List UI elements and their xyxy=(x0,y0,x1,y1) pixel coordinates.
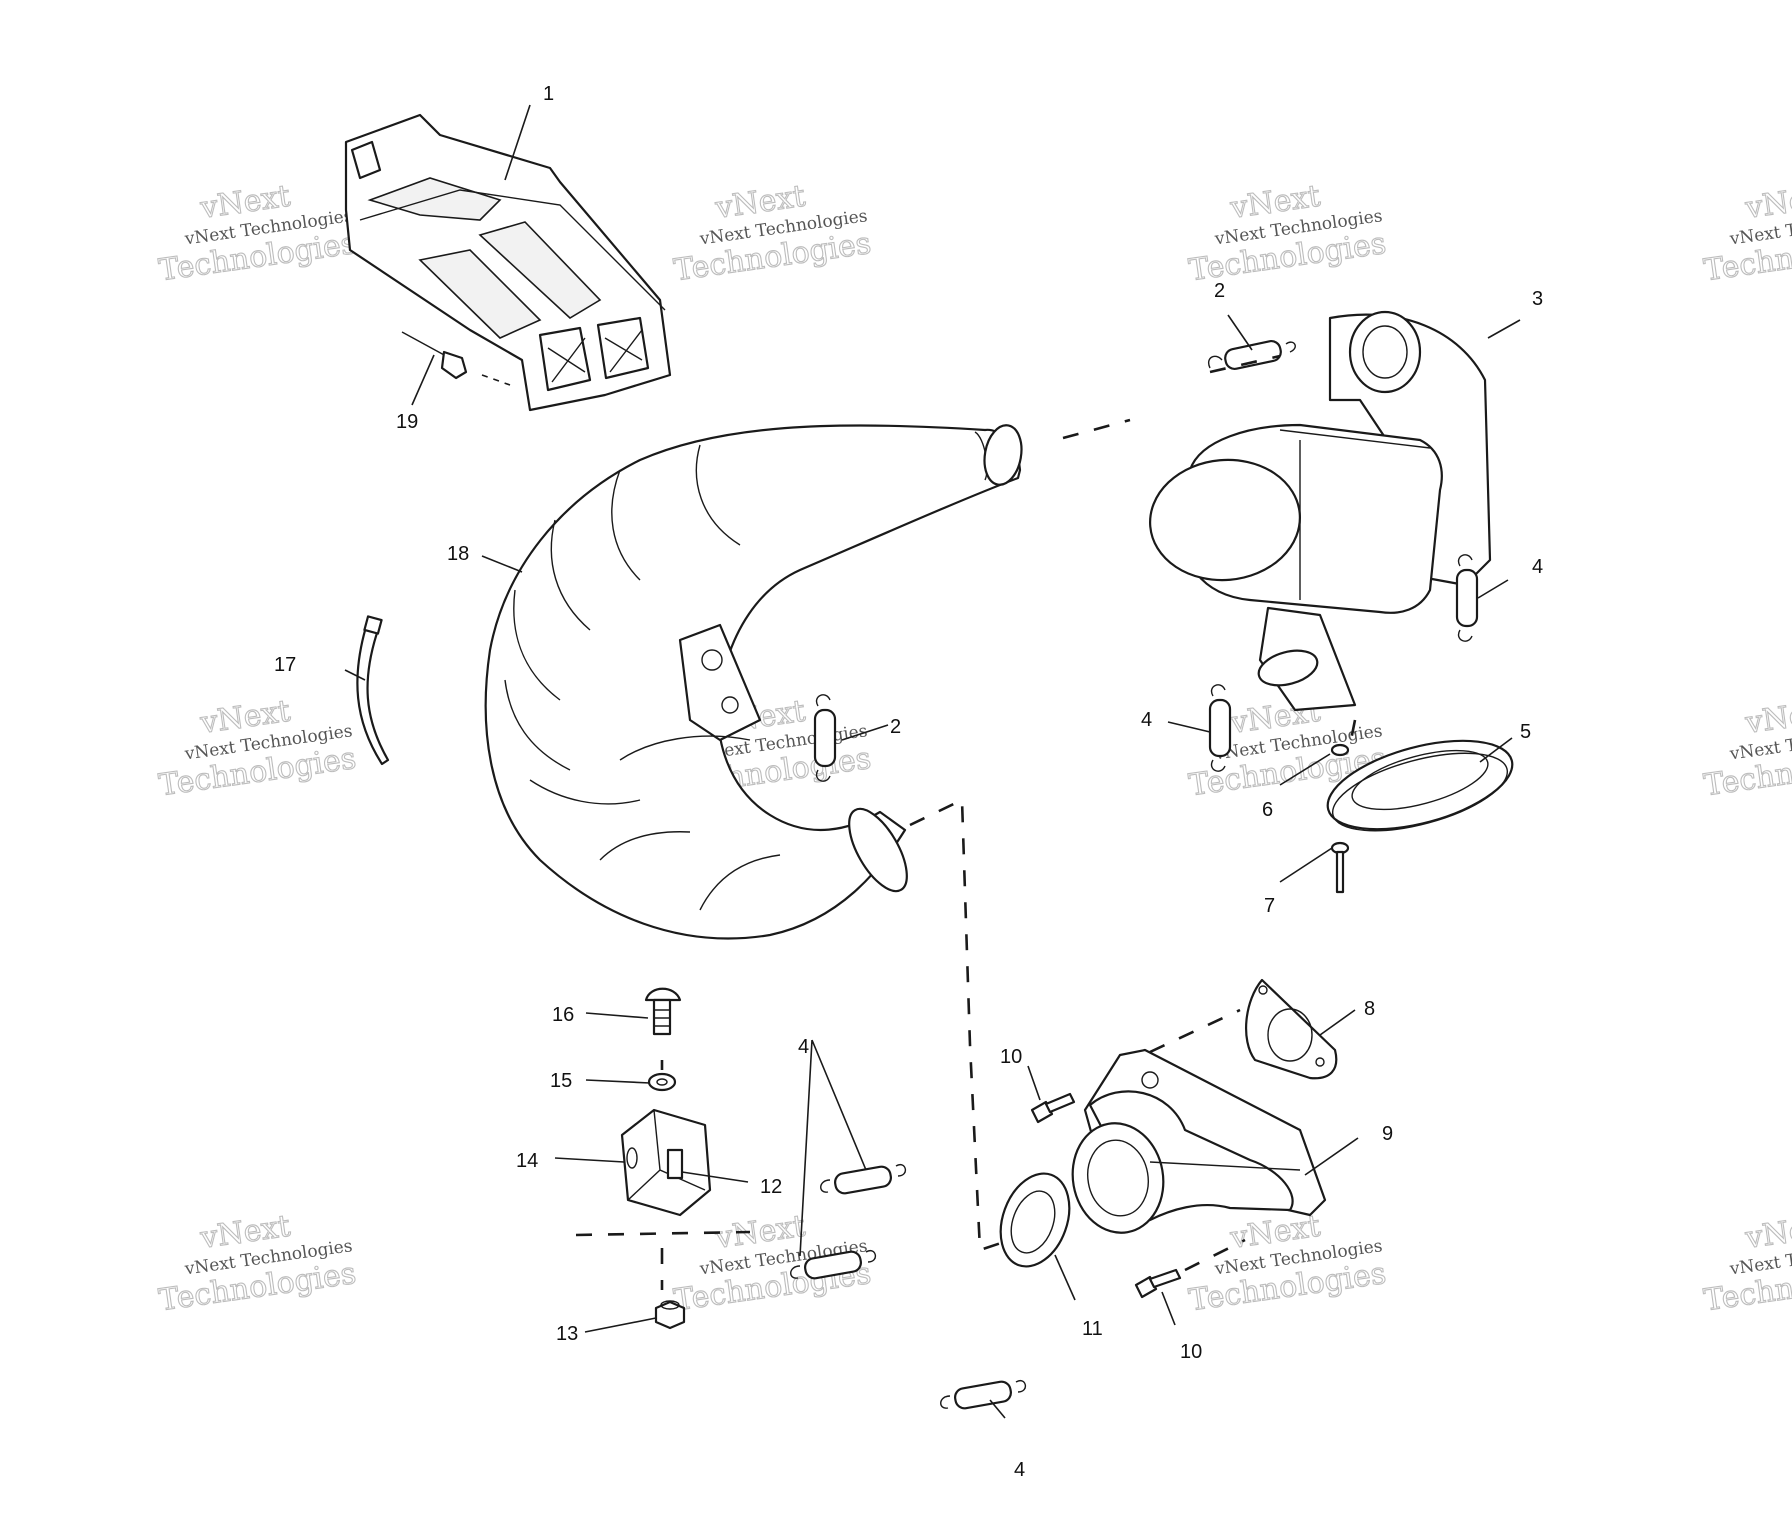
callout-11: 11 xyxy=(1082,1318,1103,1340)
part-spring-2-mid xyxy=(813,694,837,782)
callout-10-upper: 10 xyxy=(1000,1046,1022,1068)
callout-15: 15 xyxy=(550,1070,572,1092)
part-strap-17 xyxy=(356,615,390,766)
callout-17: 17 xyxy=(274,654,296,676)
part-washer-6 xyxy=(1330,743,1350,757)
watermark: vNext vNext Technologies Technologies xyxy=(671,178,874,289)
watermark: vNext vNext Technologies Technologies xyxy=(1186,178,1389,289)
part-expansion-chamber xyxy=(484,424,1023,940)
watermark: vNext vNext Technologies Technologies xyxy=(156,693,359,804)
part-spring-4-lower-b xyxy=(790,1250,876,1280)
part-flange-gasket-8 xyxy=(1244,978,1338,1080)
watermark: vNext vNext Technologies Technologies xyxy=(156,1208,359,1319)
watermark: vNext vNext Technologies Technologies xyxy=(156,178,359,289)
watermark: vNext vNext Technologies Technologies xyxy=(1186,1208,1389,1319)
part-spring-4-bottom xyxy=(940,1380,1026,1410)
part-bracket-14 xyxy=(620,1108,712,1217)
callout-16: 16 xyxy=(552,1004,574,1026)
callout-4-bottom: 4 xyxy=(1014,1459,1025,1481)
part-bolt-10-lower xyxy=(1134,1268,1182,1299)
callout-3: 3 xyxy=(1532,288,1543,310)
callout-18: 18 xyxy=(447,543,469,565)
callout-9: 9 xyxy=(1382,1123,1393,1145)
part-spring-2-top xyxy=(1208,339,1296,371)
leader-lines xyxy=(344,104,1521,1419)
callout-8: 8 xyxy=(1364,998,1375,1020)
callout-6: 6 xyxy=(1262,799,1273,821)
part-spring-4-lower-a xyxy=(820,1164,906,1195)
callout-4-mid: 4 xyxy=(1141,709,1152,731)
callout-12: 12 xyxy=(760,1176,782,1198)
part-bolt-16 xyxy=(644,987,682,1036)
callout-4-right: 4 xyxy=(1532,556,1543,578)
callout-labels: 1 2 2 3 4 4 4 4 5 6 7 8 9 10 10 11 12 13… xyxy=(274,83,1543,1481)
part-gasket-ring-11 xyxy=(999,1172,1071,1268)
callout-2-top: 2 xyxy=(1214,280,1225,302)
watermark: vNext vNext Technologies Technologies xyxy=(1701,178,1792,289)
part-spring-4-right xyxy=(1455,554,1479,642)
part-rivet-19 xyxy=(401,331,511,386)
part-bolt-10-upper xyxy=(1030,1092,1076,1124)
callout-19: 19 xyxy=(396,411,418,433)
watermark: vNext vNext Technologies Technologies xyxy=(1701,1208,1792,1319)
part-spring-4-mid xyxy=(1208,684,1232,772)
callout-1: 1 xyxy=(543,83,554,105)
part-washer-15 xyxy=(647,1072,677,1092)
watermark-top-line: vNext xyxy=(1742,694,1792,741)
callout-10-lower: 10 xyxy=(1180,1341,1202,1363)
part-silencer xyxy=(1149,310,1492,712)
watermark-group: vNext vNext Technologies Technologies vN… xyxy=(156,178,1792,1319)
watermark-top-line: vNext xyxy=(1742,179,1792,226)
part-rivet-7 xyxy=(1330,841,1350,894)
callout-2-mid: 2 xyxy=(890,716,901,738)
callout-13: 13 xyxy=(556,1323,578,1345)
assembly-lines xyxy=(575,354,1357,1290)
part-gasket-5 xyxy=(1326,739,1514,832)
watermark: vNext vNext Technologies Technologies xyxy=(1701,693,1792,804)
part-mounting-bracket xyxy=(344,113,672,412)
callout-4-lower: 4 xyxy=(798,1036,809,1058)
watermark-top-line: vNext xyxy=(1742,1209,1792,1256)
callout-7: 7 xyxy=(1264,895,1275,917)
part-exhaust-manifold-9 xyxy=(1071,1048,1327,1234)
callout-5: 5 xyxy=(1520,721,1531,743)
part-nut-13 xyxy=(654,1300,686,1330)
callout-14: 14 xyxy=(516,1150,538,1172)
